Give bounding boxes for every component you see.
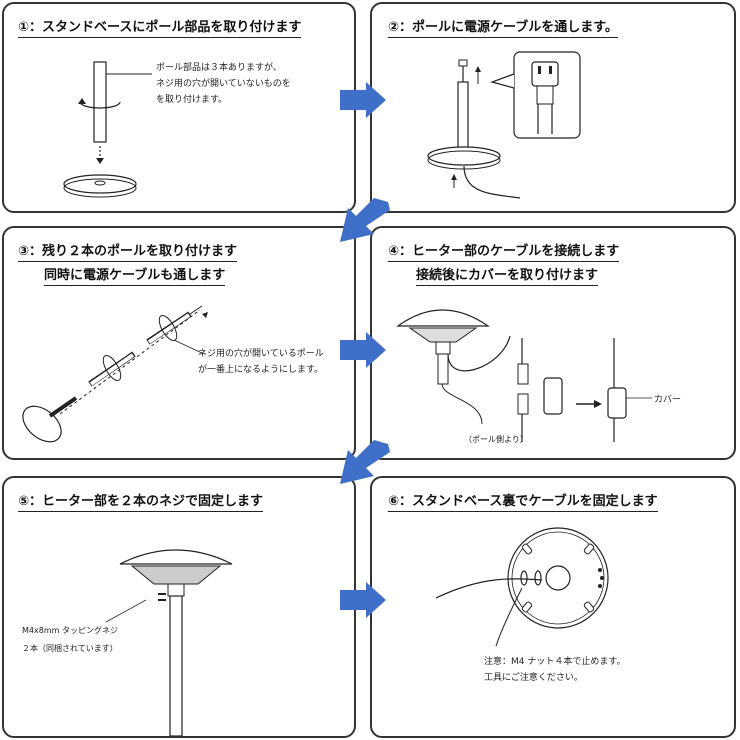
step5-illustration — [105, 549, 233, 736]
step6-panel: ⑥：スタンドベース裏でケーブルを固定します 注意：M4 ナット４本で止めます。 … — [370, 476, 736, 738]
step3-panel: ③：残り２本のポールを取り付けます 同時に電源ケーブルも通します ネジ用の穴が開… — [2, 226, 356, 460]
step3-note-line2: が一番上になるようにします。 — [198, 365, 324, 375]
flow-arrow-5-to-6 — [340, 582, 386, 618]
step5-note-line2: ２本（同梱されています） — [22, 644, 118, 653]
step2-title: ②：ポールに電源ケーブルを通します。 — [388, 16, 618, 38]
flow-arrow-3-to-4 — [340, 332, 386, 368]
step2-panel: ②：ポールに電源ケーブルを通します。 — [370, 2, 736, 213]
step3-title-line2: 同時に電源ケーブルも通します — [44, 264, 226, 286]
step1-note-line1: ポール部品は３本ありますが、 — [156, 63, 282, 73]
step4-cover-label: カバー — [654, 395, 682, 405]
flow-arrow-2-to-3 — [340, 198, 390, 242]
step3-illustration — [22, 305, 208, 443]
step3-note: ネジ用の穴が開いているポール が一番上になるようにします。 — [198, 346, 324, 378]
step5-panel: ⑤：ヒーター部を２本のネジで固定します M4x8mm タッピングネジ ２本（同梱… — [2, 476, 356, 738]
step4-illustration — [396, 309, 652, 442]
step6-note-line2: 工具にご注意ください。 — [484, 673, 583, 683]
step6-illustration — [435, 527, 609, 647]
step5-note: M4x8mm タッピングネジ ２本（同梱されています） — [22, 622, 118, 658]
step4-title-line2: 接続後にカバーを取り付けます — [416, 264, 599, 286]
flow-arrow-1-to-2 — [340, 82, 386, 118]
step4-title-line1: ④：ヒーター部のケーブルを接続します — [388, 240, 620, 262]
step1-title: ①：スタンドベースにポール部品を取り付けます — [18, 16, 302, 38]
step5-note-line1: M4x8mm タッピングネジ — [22, 626, 118, 635]
flow-arrow-4-to-5 — [340, 440, 390, 484]
step6-title: ⑥：スタンドベース裏でケーブルを固定します — [388, 490, 658, 512]
step6-note: 注意：M4 ナット４本で止めます。 工具にご注意ください。 — [484, 654, 625, 686]
step2-illustration — [427, 51, 581, 199]
step1-illustration — [63, 61, 152, 198]
step3-note-line1: ネジ用の穴が開いているポール — [198, 349, 324, 359]
step1-note-line3: を取り付けます。 — [156, 95, 228, 105]
step1-note-line2: ネジ用の穴が開いていないものを — [156, 79, 291, 89]
step6-note-line1: 注意：M4 ナット４本で止めます。 — [484, 657, 626, 667]
step1-panel: ①：スタンドベースにポール部品を取り付けます ポール部品は３本ありますが、 ネジ… — [2, 2, 356, 213]
step4-pole-side-label: （ポール側より） — [464, 435, 528, 444]
step3-title-line1: ③：残り２本のポールを取り付けます — [18, 240, 238, 262]
step1-note: ポール部品は３本ありますが、 ネジ用の穴が開いていないものを を取り付けます。 — [156, 60, 291, 108]
step4-panel: ④：ヒーター部のケーブルを接続します 接続後にカバーを取り付けます カバー （ポ… — [370, 226, 736, 460]
step5-title: ⑤：ヒーター部を２本のネジで固定します — [18, 490, 264, 512]
